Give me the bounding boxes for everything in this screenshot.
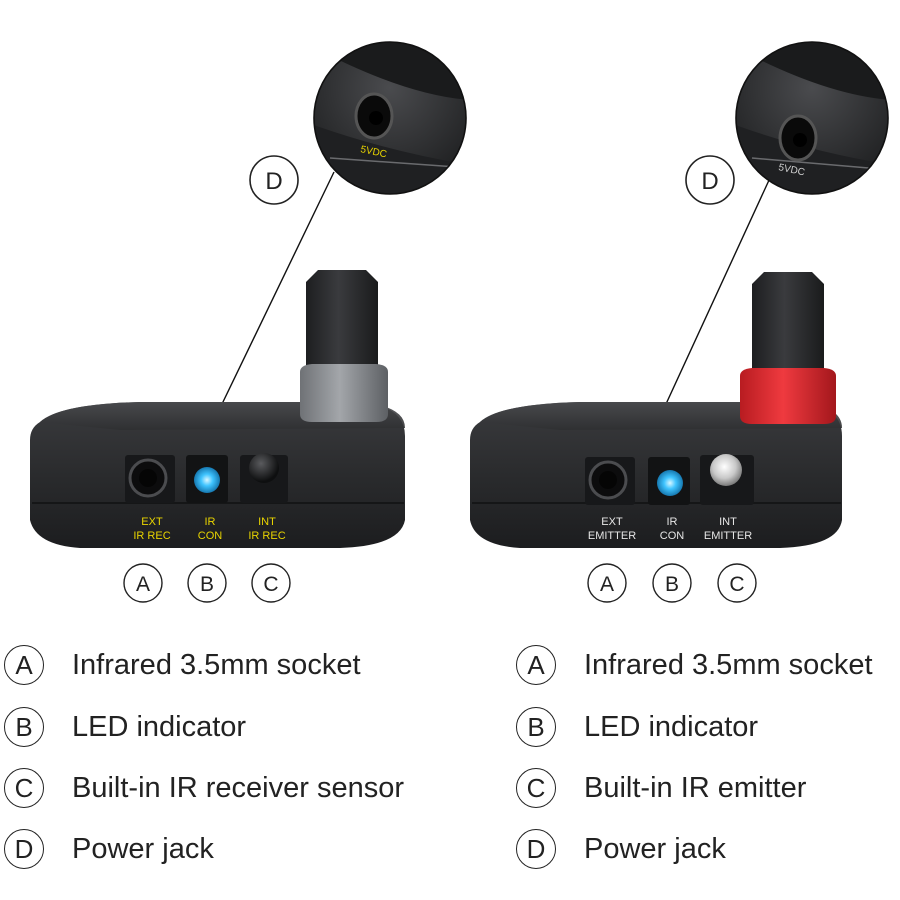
legend-badge: C (516, 768, 556, 808)
receiver-legend-item: A Infrared 3.5mm socket (4, 643, 361, 687)
device-diagram: EXT IR REC IR CON INT IR REC 5VDC D (30, 41, 889, 603)
receiver-port-b-line1: IR (205, 516, 216, 528)
emitter-callout-d: D (701, 168, 718, 195)
emitter-device: EXT EMITTER IR CON INT EMITTER 5VDC D A (470, 41, 889, 603)
emitter-callout-b: B (665, 573, 679, 596)
emitter-power-jack-zoom: 5VDC (735, 41, 889, 195)
emitter-port-c-line1: INT (719, 516, 737, 528)
power-jack-leader-line (665, 177, 771, 405)
emitter-collar (740, 368, 836, 424)
emitter-legend-item: B LED indicator (516, 705, 758, 749)
emitter-led-indicator (657, 470, 683, 496)
legend-badge: B (516, 707, 556, 747)
emitter-port-b-line1: IR (667, 516, 678, 528)
receiver-port-a-line1: EXT (141, 516, 163, 528)
legend-text: Infrared 3.5mm socket (72, 648, 361, 681)
receiver-ir-sensor (249, 453, 279, 483)
legend-text: Power jack (584, 832, 726, 865)
legend-badge: B (4, 707, 44, 747)
emitter-ir-emitter (710, 454, 742, 486)
emitter-antenna (740, 272, 836, 424)
receiver-legend-item: D Power jack (4, 827, 214, 871)
emitter-port-a-line2: EMITTER (588, 530, 636, 542)
legend-text: Built-in IR receiver sensor (72, 771, 404, 804)
power-jack-leader-line (221, 171, 335, 405)
emitter-port-c-line2: EMITTER (704, 530, 752, 542)
receiver-collar (300, 364, 388, 422)
emitter-port-labels: EXT EMITTER IR CON INT EMITTER (588, 516, 752, 542)
emitter-callouts: D A B C (587, 155, 757, 603)
receiver-port-c-line1: INT (258, 516, 276, 528)
receiver-callouts: D A B C (123, 155, 299, 603)
legend-badge: D (516, 829, 556, 869)
receiver-callout-b: B (200, 573, 214, 596)
emitter-legend-item: A Infrared 3.5mm socket (516, 643, 873, 687)
emitter-port-b-line2: CON (660, 530, 685, 542)
receiver-port-c-line2: IR REC (248, 530, 285, 542)
legend-text: Infrared 3.5mm socket (584, 648, 873, 681)
legend-badge: A (516, 645, 556, 685)
emitter-legend-item: D Power jack (516, 827, 726, 871)
legend-text: LED indicator (72, 710, 247, 743)
receiver-power-label: 5VDC (359, 144, 387, 160)
legend-badge: D (4, 829, 44, 869)
receiver-callout-d: D (265, 168, 282, 195)
emitter-callout-c: C (729, 573, 744, 596)
legend-text: Built-in IR emitter (584, 771, 807, 804)
receiver-callout-a: A (136, 573, 150, 596)
receiver-callout-d-badge (249, 155, 299, 205)
receiver-antenna (300, 270, 388, 422)
receiver-legend-item: C Built-in IR receiver sensor (4, 766, 404, 810)
receiver-port-b-line2: CON (198, 530, 223, 542)
legend-text: LED indicator (584, 710, 759, 743)
receiver-port-labels: EXT IR REC IR CON INT IR REC (133, 516, 285, 542)
receiver-legend-item: B LED indicator (4, 705, 246, 749)
legend-badge: C (4, 768, 44, 808)
receiver-callout-c: C (263, 573, 278, 596)
receiver-led-indicator (194, 467, 220, 493)
receiver-device: EXT IR REC IR CON INT IR REC 5VDC D (30, 41, 467, 603)
emitter-power-label: 5VDC (777, 162, 805, 178)
emitter-port-a-line1: EXT (601, 516, 623, 528)
emitter-callout-a: A (600, 573, 614, 596)
emitter-legend-item: C Built-in IR emitter (516, 766, 806, 810)
receiver-port-a-line2: IR REC (133, 530, 170, 542)
legend-text: Power jack (72, 832, 214, 865)
receiver-power-jack-zoom: 5VDC (313, 41, 467, 195)
legend-badge: A (4, 645, 44, 685)
